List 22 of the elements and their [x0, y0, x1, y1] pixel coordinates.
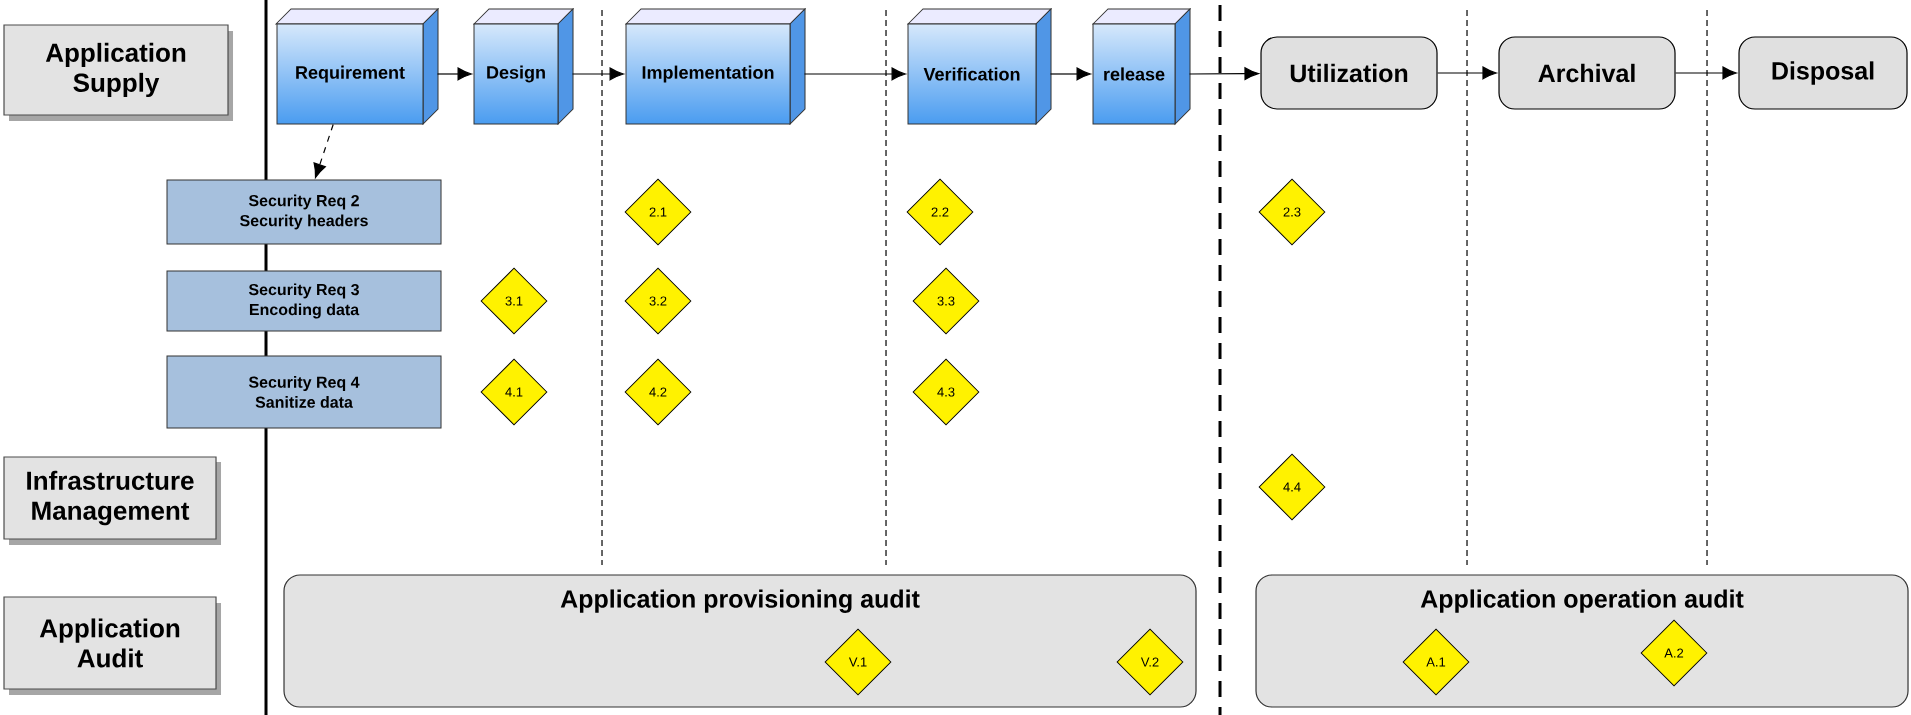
- process-block: Verification: [907, 8, 1052, 125]
- lane-label: Infrastructure Management: [3, 456, 221, 545]
- arrow: [1437, 66, 1497, 80]
- process-block: Implementation: [625, 8, 806, 125]
- arrow: [803, 67, 906, 81]
- process-block: Design: [473, 8, 574, 125]
- requirement-box: Security Req 3 Encoding data: [166, 270, 442, 332]
- requirement-box: Security Req 4 Sanitize data: [166, 355, 442, 429]
- stage-box: Disposal: [1738, 36, 1908, 110]
- stage-box: Utilization: [1260, 36, 1438, 110]
- requirement-box: Security Req 2 Security headers: [166, 179, 442, 245]
- lane-label: Application Supply: [3, 24, 233, 121]
- arrow: [571, 67, 624, 81]
- process-block: Requirement: [275, 8, 439, 125]
- arrow: [1049, 67, 1091, 81]
- stage-box: Archival: [1498, 36, 1676, 110]
- arrow: [1188, 67, 1259, 81]
- arrow: [313, 123, 334, 179]
- arrow: [1675, 66, 1737, 80]
- process-block: release: [1092, 8, 1191, 125]
- lane-label: Application Audit: [3, 596, 221, 695]
- arrow: [436, 67, 472, 81]
